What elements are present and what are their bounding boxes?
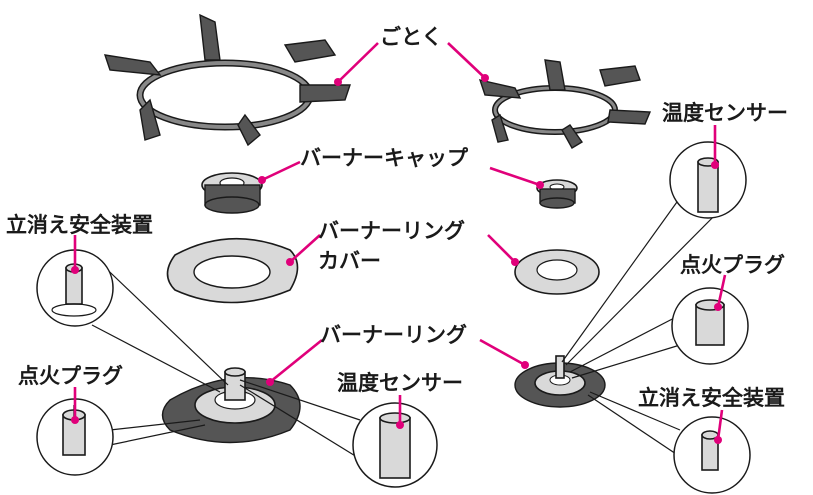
label-burner-ring-cover-line1: バーナーリング: [318, 219, 465, 243]
burner-cap-small: [536, 179, 578, 209]
gotoku-large: [103, 13, 351, 147]
burner-ring-small: [514, 355, 606, 408]
label-burner-ring-cover-line2: カバー: [318, 249, 381, 273]
burner-ring-cover-small: [514, 249, 600, 295]
gotoku-small: [478, 59, 652, 149]
label-ignition-plug-right: 点火プラグ: [680, 253, 785, 277]
label-gotoku: ごとく: [380, 25, 442, 49]
label-ignition-plug-left: 点火プラグ: [18, 364, 123, 388]
leaders: [71, 42, 727, 444]
label-temp-sensor-left: 温度センサー: [337, 371, 463, 395]
label-burner-cap: バーナーキャップ: [300, 146, 469, 170]
burner-ring-cover-large: [166, 237, 299, 304]
label-flame-failure-right: 立消え安全装置: [638, 386, 785, 410]
burner-cap-large: [201, 172, 263, 214]
label-flame-failure-left: 立消え安全装置: [6, 213, 153, 237]
burner-ring-large: [161, 367, 301, 444]
label-burner-ring: バーナーリング: [320, 323, 467, 347]
label-temp-sensor-right: 温度センサー: [662, 101, 788, 125]
